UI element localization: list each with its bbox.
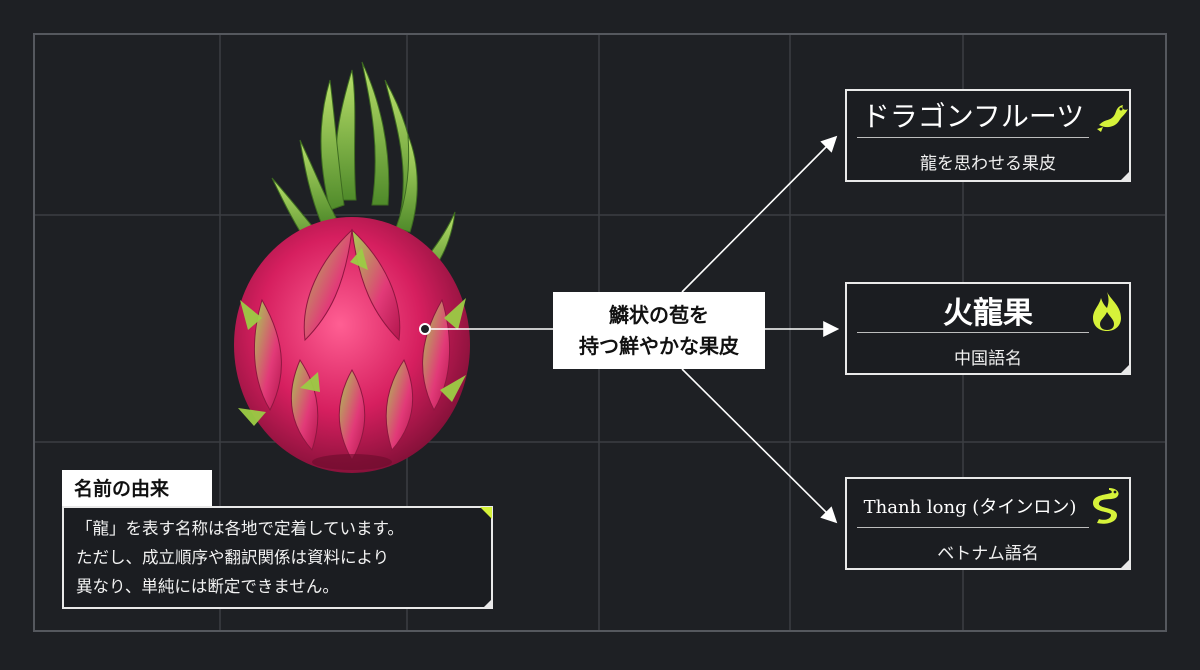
card-corner-mark xyxy=(483,599,492,608)
center-label: 鱗状の苞を 持つ鮮やかな果皮 xyxy=(553,292,765,369)
name-card-divider xyxy=(857,137,1089,138)
name-card-title: 火龍果 xyxy=(943,296,1033,331)
name-card-subtitle: 中国語名 xyxy=(954,349,1022,369)
origin-heading: 名前の由来 xyxy=(62,470,212,508)
outer-frame xyxy=(33,33,1167,632)
coiled-dragon-icon xyxy=(1093,488,1119,524)
accent-corner-mark xyxy=(480,507,492,519)
center-label-line1: 鱗状の苞を xyxy=(609,303,709,327)
name-card-title: Thanh long (タインロン) xyxy=(863,497,1077,518)
card-corner-mark xyxy=(1120,559,1130,569)
name-card-chinese: 火龍果 中国語名 xyxy=(845,282,1131,375)
name-card-dragonfruit: ドラゴンフルーツ 龍を思わせる果皮 xyxy=(845,89,1131,182)
flame-icon xyxy=(1093,292,1121,331)
card-corner-mark xyxy=(1120,171,1130,181)
origin-line: ただし、成立順序や翻訳関係は資料により xyxy=(76,548,390,567)
origin-note: 「龍」を表す名称は各地で定着しています。 ただし、成立順序や翻訳関係は資料により… xyxy=(62,506,493,609)
name-card-title: ドラゴンフルーツ xyxy=(861,100,1085,133)
origin-line: 異なり、単純には断定できません。 xyxy=(76,577,339,596)
name-card-subtitle: ベトナム語名 xyxy=(937,544,1039,564)
name-card-divider xyxy=(857,527,1089,528)
name-card-divider xyxy=(857,332,1089,333)
center-label-line2: 持つ鮮やかな果皮 xyxy=(579,334,739,358)
name-card-vietnamese: Thanh long (タインロン) ベトナム語名 xyxy=(845,477,1131,570)
origin-line: 「龍」を表す名称は各地で定着しています。 xyxy=(76,519,404,538)
name-card-subtitle: 龍を思わせる果皮 xyxy=(920,154,1056,174)
dragon-breath-icon xyxy=(1097,105,1128,132)
card-corner-mark xyxy=(1120,364,1130,374)
